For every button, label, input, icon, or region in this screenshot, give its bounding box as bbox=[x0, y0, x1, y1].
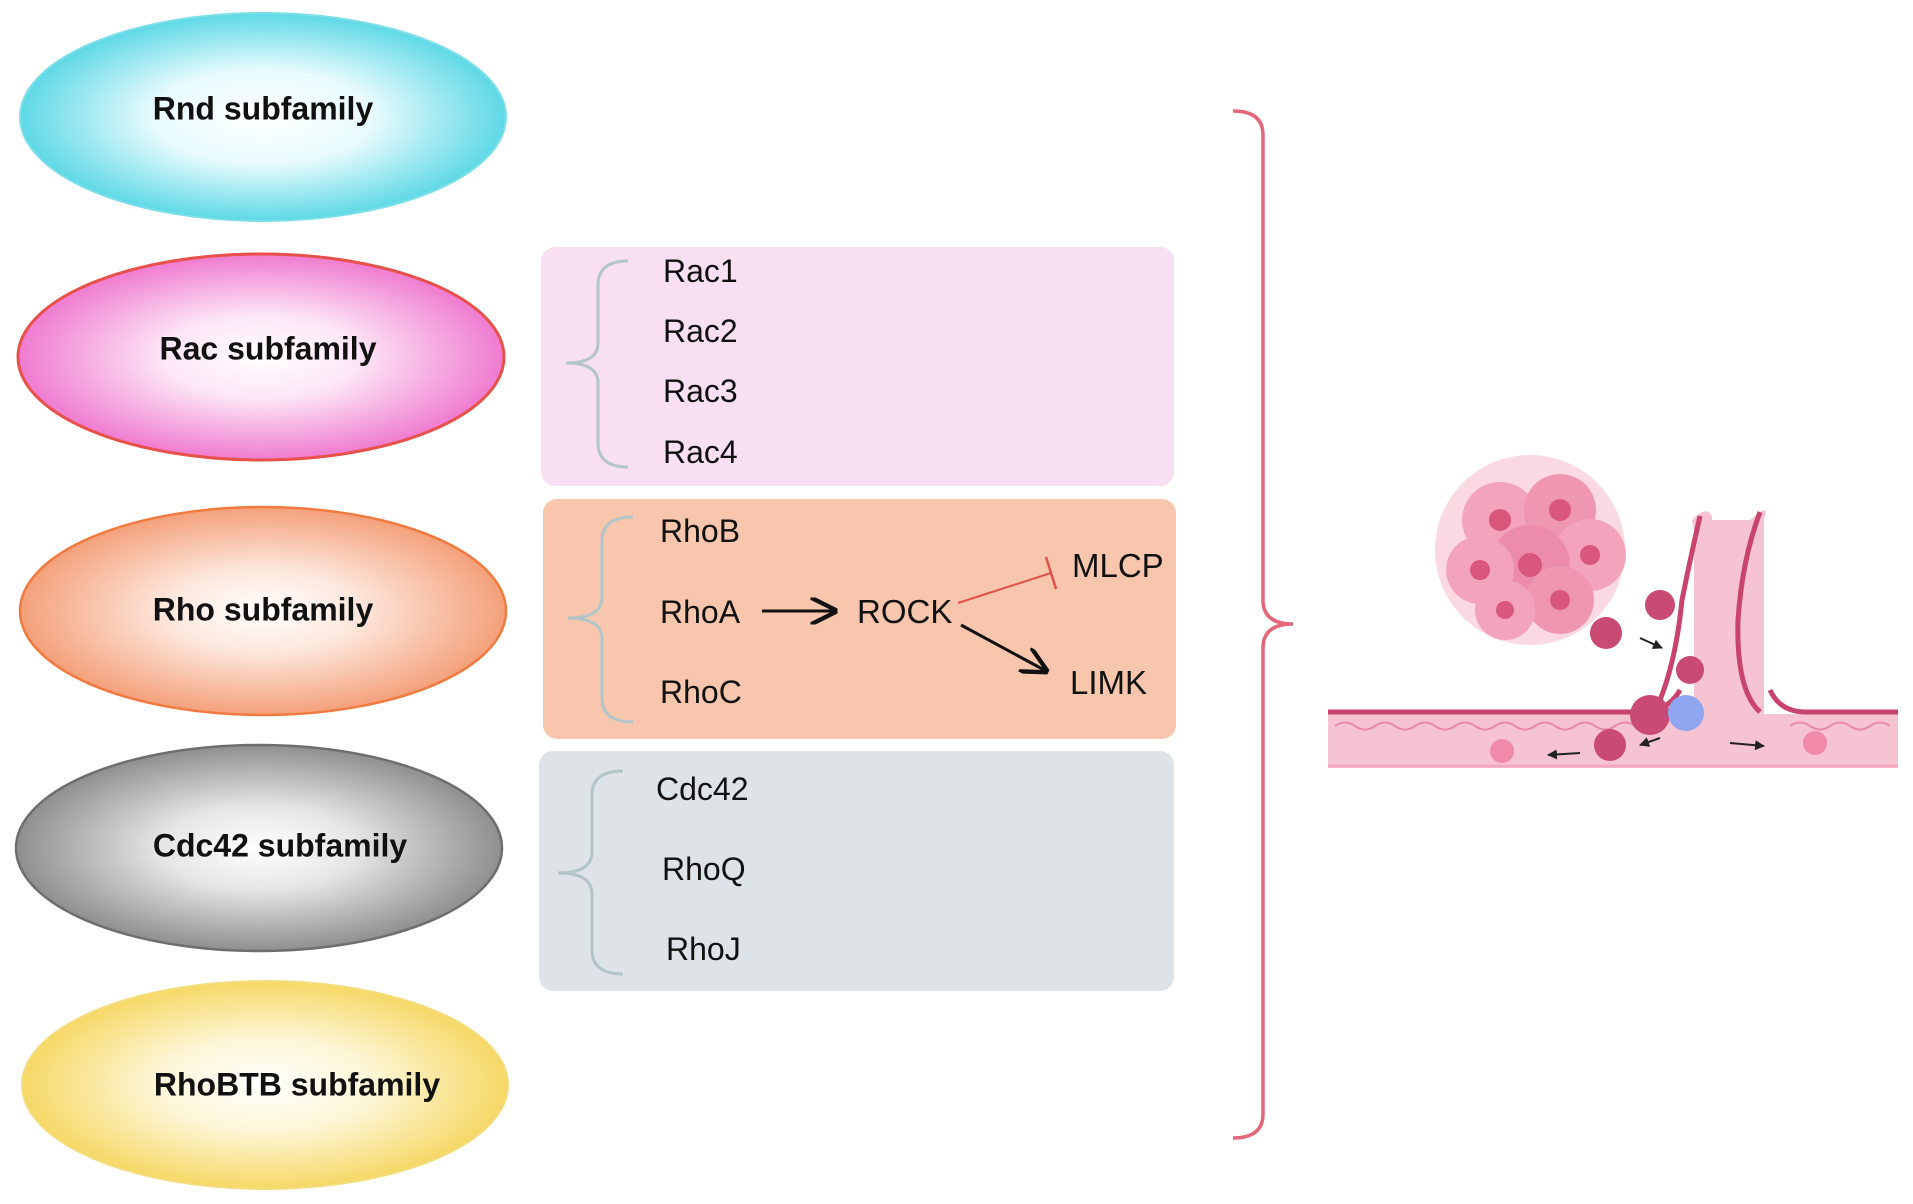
rho-box-background bbox=[543, 499, 1176, 739]
flow-arrow bbox=[1639, 637, 1663, 649]
subfamily-ellipse bbox=[16, 252, 506, 462]
flow-arrow bbox=[1639, 737, 1661, 747]
vessel-wall-top bbox=[1328, 688, 1898, 715]
rock-inhibits-mlcp bbox=[957, 572, 1052, 604]
disseminated-cell bbox=[1803, 731, 1827, 755]
tumor-mass bbox=[1435, 455, 1626, 645]
subfamily-rnd: Rnd subfamily bbox=[19, 12, 507, 222]
subfamily-ellipse bbox=[19, 12, 507, 222]
subfamily-cdc42: Cdc42 subfamily bbox=[14, 743, 504, 953]
vessel-lining bbox=[1334, 721, 1636, 731]
subfamily-rho: Rho subfamily bbox=[18, 505, 508, 717]
subfamily-ellipse bbox=[21, 980, 509, 1190]
subfamily-ellipse bbox=[18, 505, 508, 717]
blood-vessel-vertical-body bbox=[1694, 520, 1764, 714]
cdc42-box-background bbox=[539, 751, 1174, 991]
flow-arrow bbox=[1729, 740, 1765, 751]
rac-member: Rac1 bbox=[663, 253, 738, 289]
immune-cell bbox=[1668, 695, 1704, 731]
cdc42-members-box: Cdc42 RhoQ RhoJ bbox=[539, 751, 1174, 991]
rho-member-rhoa: RhoA bbox=[660, 594, 741, 630]
cdc42-member: RhoQ bbox=[662, 851, 746, 887]
cdc42-curly-brace bbox=[557, 769, 624, 976]
subfamily-label: Cdc42 subfamily bbox=[153, 827, 408, 863]
subfamily-label: Rnd subfamily bbox=[153, 90, 374, 126]
cdc42-member: Cdc42 bbox=[656, 771, 749, 807]
rho-member-rhob: RhoB bbox=[660, 513, 740, 549]
rac-member: Rac3 bbox=[663, 373, 738, 409]
pathway-mlcp: MLCP bbox=[1072, 547, 1164, 584]
vertical-vessel-wall-left bbox=[1657, 515, 1703, 701]
rho-members-box: RhoB RhoA RhoC ROCK MLCP LIMK bbox=[543, 499, 1176, 739]
rac-member: Rac2 bbox=[663, 313, 738, 349]
rac-box-background bbox=[541, 247, 1174, 486]
rac-members-box: Rac1 Rac2 Rac3 Rac4 bbox=[541, 247, 1174, 486]
pathway-rock: ROCK bbox=[857, 593, 952, 630]
subfamily-label: RhoBTB subfamily bbox=[154, 1066, 440, 1102]
subfamily-ellipse bbox=[14, 743, 504, 953]
circulating-tumor-cell bbox=[1594, 729, 1626, 761]
migrating-tumor-cell bbox=[1590, 617, 1622, 649]
rac-curly-brace bbox=[565, 259, 629, 469]
subfamily-rac: Rac subfamily bbox=[16, 252, 506, 462]
tumor-metastasis-illustration bbox=[1328, 455, 1898, 768]
rock-to-limk-arrow bbox=[960, 623, 1046, 671]
flow-arrow bbox=[1547, 749, 1581, 760]
pathway-limk: LIMK bbox=[1070, 664, 1147, 701]
rho-curly-brace bbox=[567, 515, 634, 724]
migrating-tumor-cell bbox=[1676, 656, 1704, 684]
vertical-vessel-wall-right bbox=[1735, 511, 1763, 714]
disseminated-cell bbox=[1490, 739, 1514, 763]
rac-member: Rac4 bbox=[663, 434, 738, 470]
subfamily-label: Rac subfamily bbox=[160, 330, 377, 366]
subfamily-rhobtb: RhoBTB subfamily bbox=[21, 980, 509, 1190]
large-right-bracket bbox=[1232, 109, 1294, 1140]
vessel-lining-right bbox=[1789, 721, 1891, 731]
circulating-tumor-cell bbox=[1630, 695, 1670, 735]
inhibition-bar bbox=[1044, 556, 1058, 590]
cdc42-member: RhoJ bbox=[666, 931, 741, 967]
migrating-tumor-cell bbox=[1645, 590, 1675, 620]
subfamily-label: Rho subfamily bbox=[153, 591, 374, 627]
rho-member-rhoc: RhoC bbox=[660, 674, 742, 710]
